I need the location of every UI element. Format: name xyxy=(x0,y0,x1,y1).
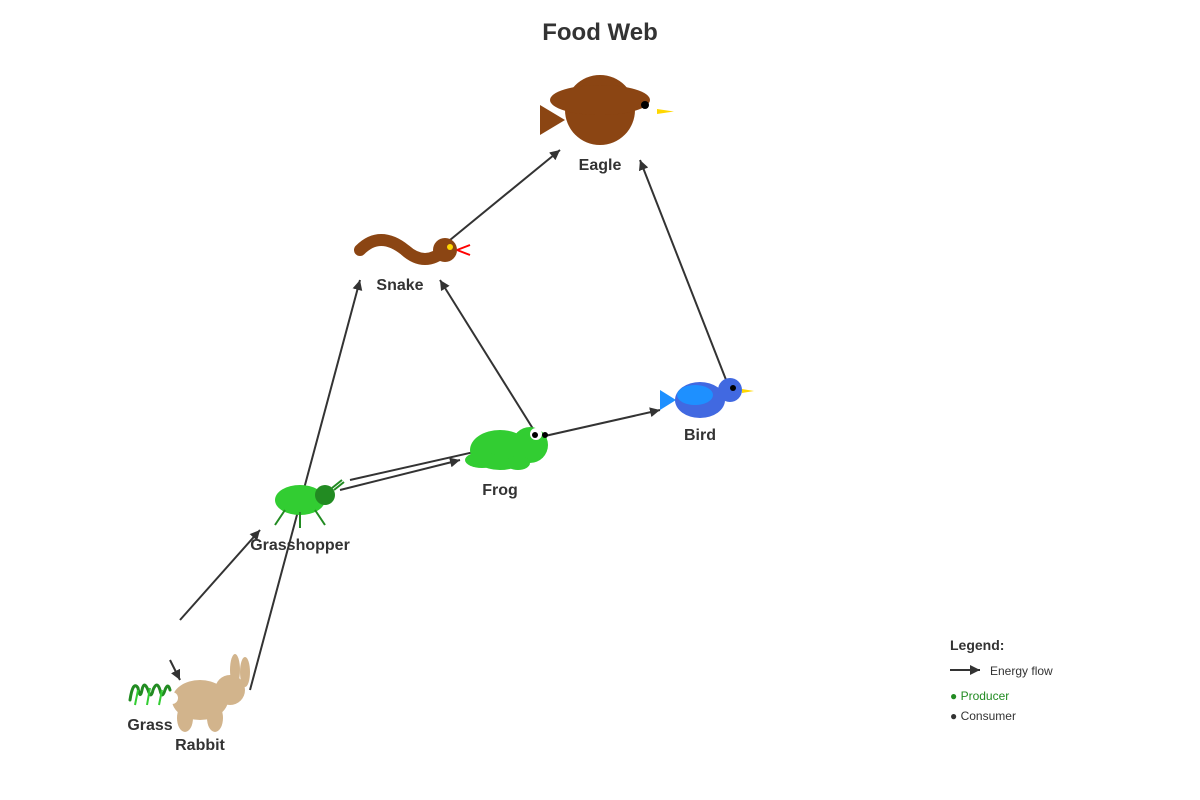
grass-node: Grass xyxy=(127,683,173,734)
grasshopper-node: Grasshopper xyxy=(250,479,350,554)
arrow-grass-to-grasshopper xyxy=(179,529,261,621)
bird-label: Bird xyxy=(684,427,716,444)
grass-label: Grass xyxy=(127,717,172,734)
eagle-label: Eagle xyxy=(579,157,622,174)
legend-producer: ● Producer xyxy=(950,689,1009,703)
arrow-bird-to-eagle xyxy=(638,159,731,391)
grasshopper-icon xyxy=(274,479,345,528)
eagle-node: Eagle xyxy=(540,75,674,174)
arrow-rabbit-to-snake xyxy=(249,279,363,691)
arrow-grasshopper-to-frog xyxy=(339,457,461,491)
bird-icon xyxy=(660,378,754,418)
rabbit-icon xyxy=(166,654,250,732)
grass-icon xyxy=(128,683,172,706)
legend-consumer: ● Consumer xyxy=(950,709,1016,723)
rabbit-node: Rabbit xyxy=(166,654,250,754)
frog-label: Frog xyxy=(482,482,518,499)
eagle-icon xyxy=(540,75,674,145)
legend-energy-flow: Energy flow xyxy=(990,664,1053,678)
arrow-frog-to-snake xyxy=(439,279,541,441)
legend: Legend: Energy flow ● Producer ● Consume… xyxy=(950,637,1053,723)
snake-node: Snake xyxy=(354,234,471,294)
legend-title: Legend: xyxy=(950,637,1004,653)
diagram-title: Food Web xyxy=(542,19,658,46)
arrow-snake-to-eagle xyxy=(449,149,561,241)
bird-node: Bird xyxy=(660,378,754,444)
frog-icon xyxy=(465,427,548,470)
frog-node: Frog xyxy=(465,427,548,499)
snake-icon xyxy=(354,234,471,265)
arrow-grass-to-rabbit xyxy=(169,659,181,681)
energy-flow-arrows xyxy=(169,149,731,691)
rabbit-label: Rabbit xyxy=(175,737,225,754)
grasshopper-label: Grasshopper xyxy=(250,537,350,554)
snake-label: Snake xyxy=(376,277,423,294)
